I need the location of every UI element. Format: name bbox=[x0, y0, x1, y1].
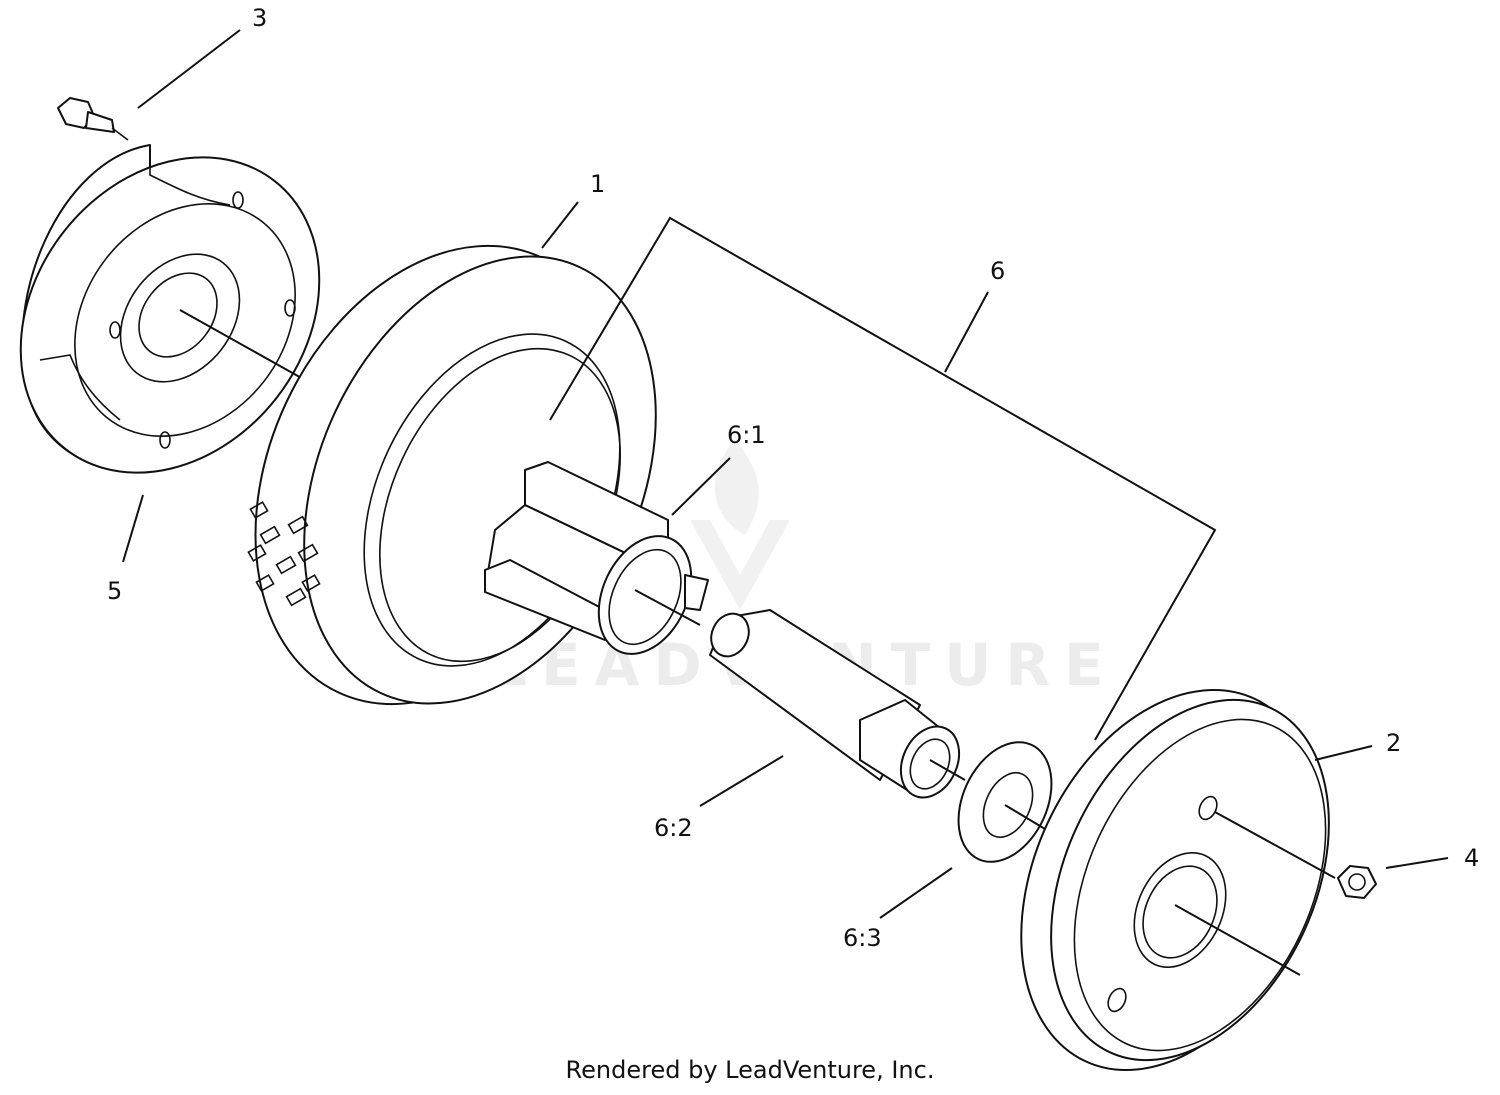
callout-4: 4 bbox=[1464, 844, 1479, 872]
leader-line-3 bbox=[137, 29, 241, 109]
wheel-half-part-2 bbox=[1020, 688, 1336, 1072]
callout-6-2: 6:2 bbox=[654, 814, 693, 842]
callout-2: 2 bbox=[1386, 729, 1401, 757]
washer-part-6-3 bbox=[957, 741, 1056, 863]
callout-3: 3 bbox=[252, 4, 267, 32]
tire-tread-pattern bbox=[247, 501, 321, 607]
leader-line-2 bbox=[1314, 745, 1373, 761]
sleeve-part-6-2 bbox=[709, 609, 966, 799]
leader-line-6-2 bbox=[699, 755, 784, 807]
nut-part-4 bbox=[1337, 865, 1377, 899]
leader-line-1 bbox=[541, 201, 579, 249]
group-6-bracket bbox=[549, 216, 1217, 741]
leader-line-6-3 bbox=[879, 867, 953, 919]
leadventure-watermark-logo bbox=[690, 440, 790, 610]
render-credit: Rendered by LeadVenture, Inc. bbox=[565, 1056, 935, 1084]
bolt-part-3 bbox=[57, 97, 129, 141]
leader-line-4 bbox=[1385, 857, 1449, 869]
callout-5: 5 bbox=[107, 577, 122, 605]
callout-6: 6 bbox=[990, 257, 1005, 285]
leader-line-6 bbox=[944, 291, 989, 373]
leader-line-5 bbox=[122, 494, 144, 563]
callout-6-1: 6:1 bbox=[727, 421, 766, 449]
callout-6-3: 6:3 bbox=[843, 924, 882, 952]
wheel-half-part-5 bbox=[19, 144, 321, 474]
spacer-block-part-6-1 bbox=[484, 461, 709, 655]
callout-1: 1 bbox=[590, 170, 605, 198]
leader-line-6-1 bbox=[671, 457, 731, 516]
